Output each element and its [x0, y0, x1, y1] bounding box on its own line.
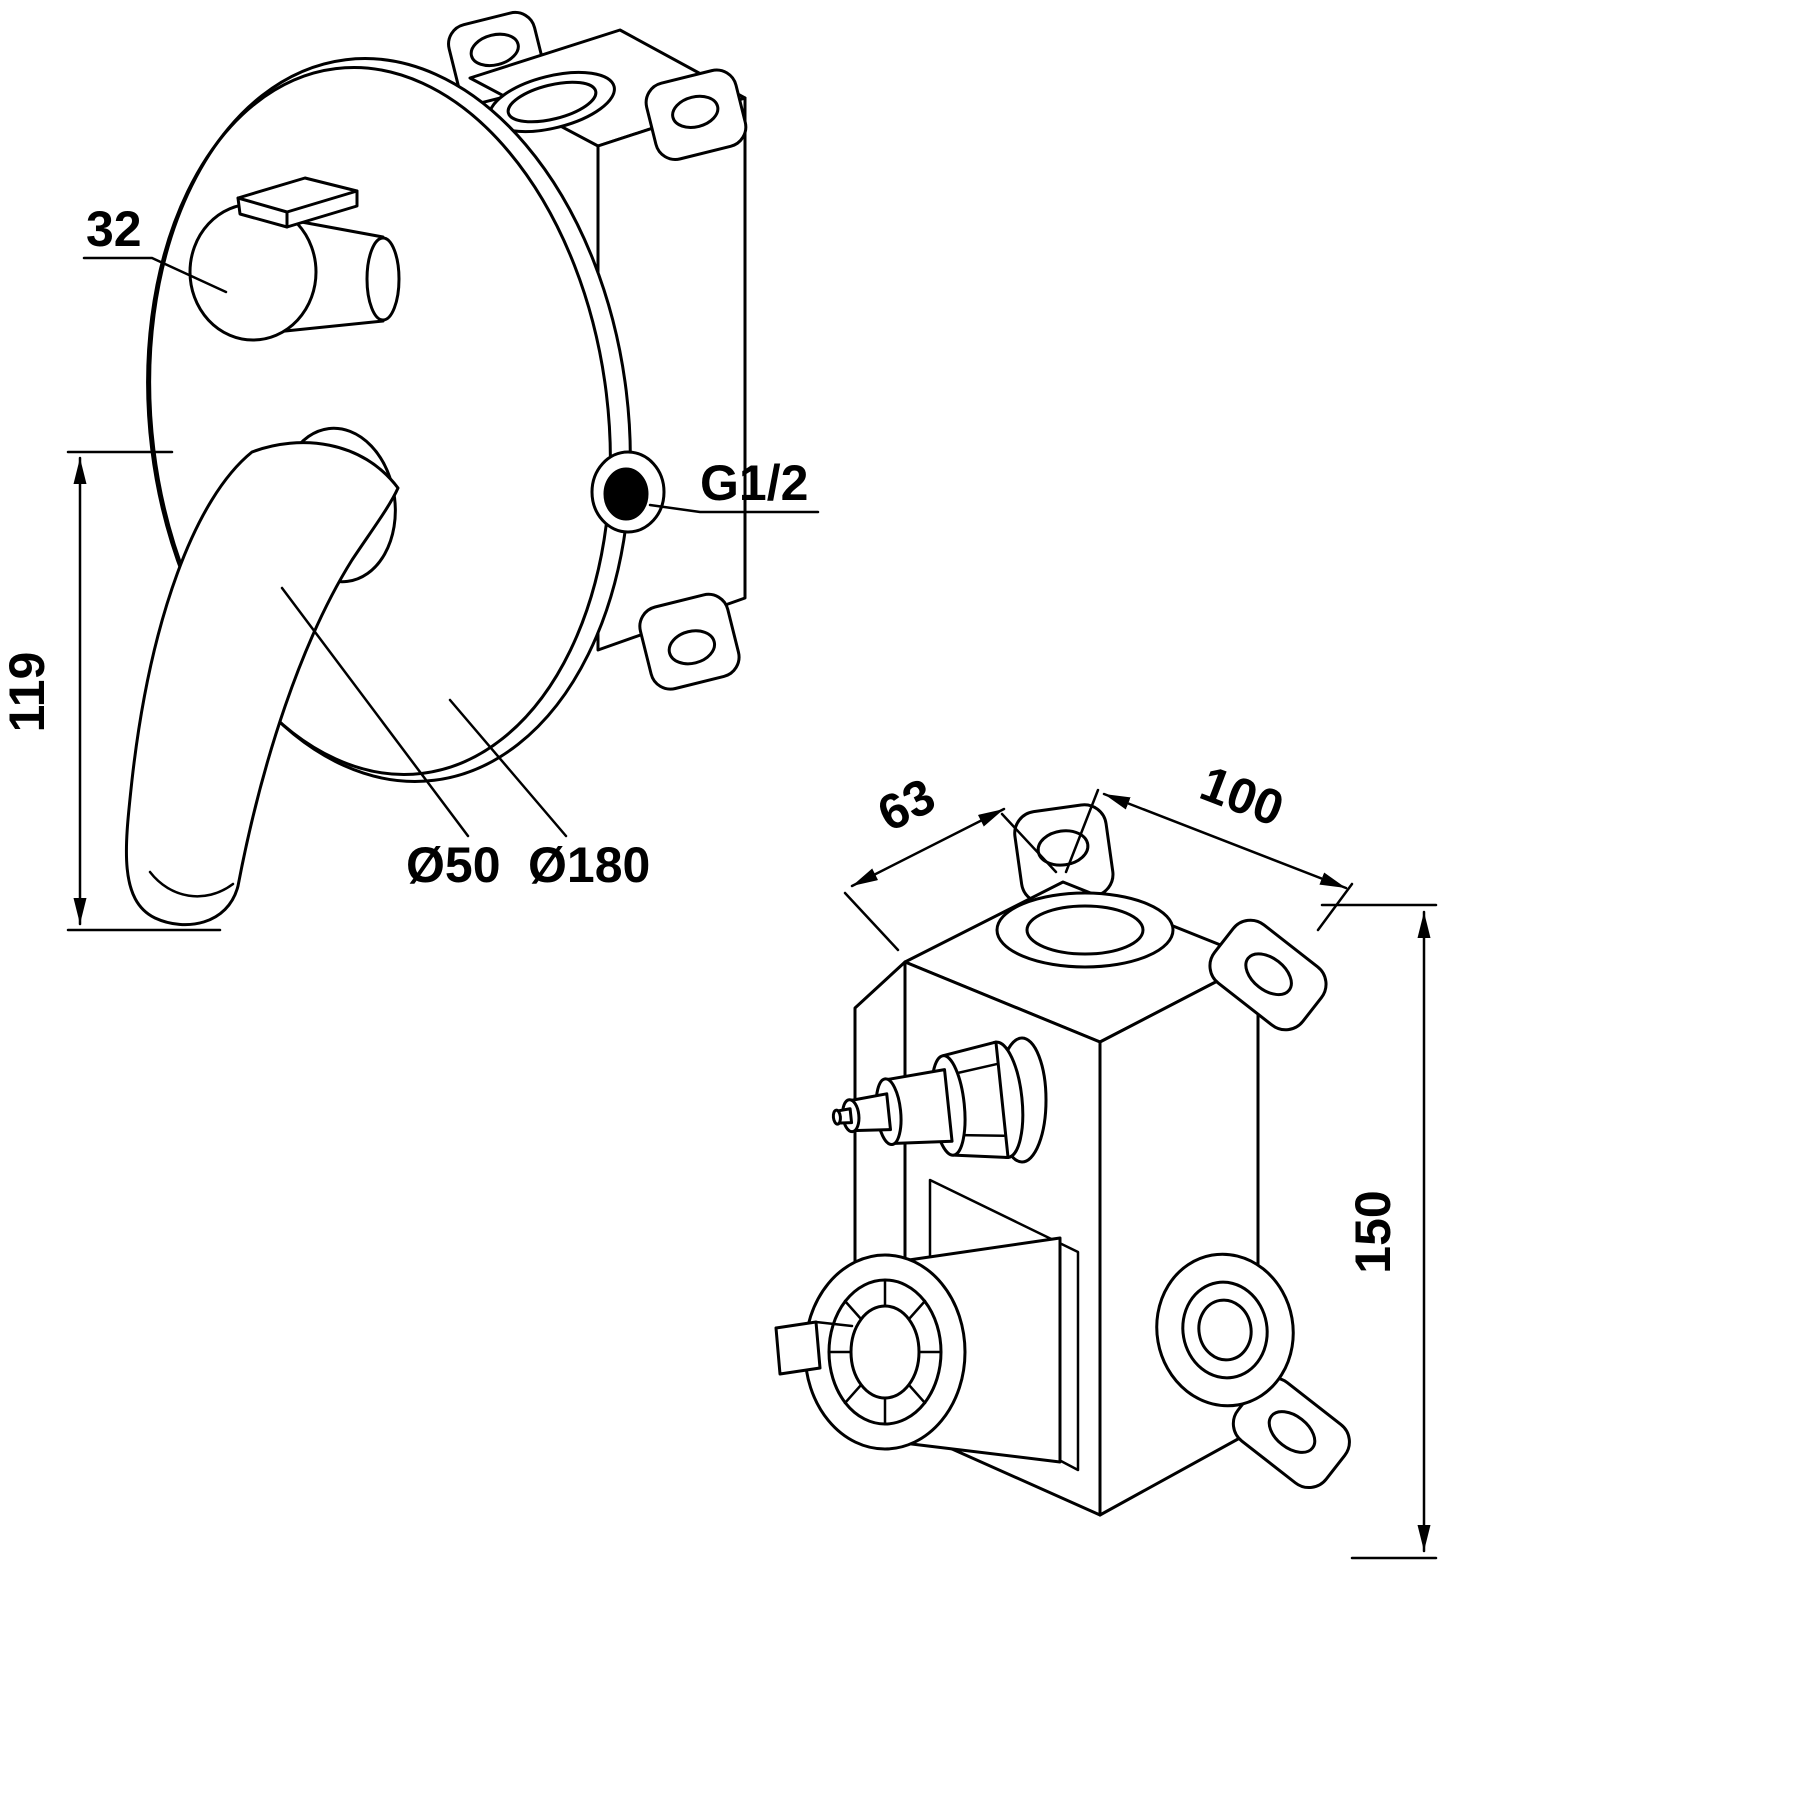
iso-valve-stem [831, 1036, 1048, 1164]
dimension-handle-height: 119 [0, 450, 222, 932]
dim-label-150: 150 [1345, 1190, 1401, 1273]
mounting-ear-right-icon [644, 68, 748, 161]
main-handle [124, 426, 400, 927]
iso-ear-right-icon [1208, 918, 1328, 1032]
dimension-box-height: 150 [1320, 903, 1438, 1560]
box-view: 63 100 150 [774, 755, 1438, 1560]
side-inlet-hole [603, 467, 649, 521]
handle-tip-detail [148, 870, 235, 898]
dimension-knob-width: 32 [82, 201, 228, 294]
side-inlet-port [590, 450, 666, 534]
cartridge-face-inner [849, 1304, 921, 1400]
dim-label-63: 63 [869, 767, 944, 842]
diverter-knob [188, 176, 401, 342]
dimension-diameters: Ø50 Ø180 [280, 586, 650, 893]
cartridge-key [774, 1320, 822, 1376]
iso-side-port [1155, 1252, 1295, 1408]
top-outlet-port [488, 70, 616, 134]
cartridge-spline [827, 1278, 943, 1426]
mounting-ear-bottom-icon [638, 592, 741, 691]
iso-cartridge [774, 1236, 1062, 1464]
dim-label-d50: Ø50 [406, 837, 501, 893]
dim-label-100: 100 [1193, 755, 1291, 837]
handle-lever [124, 441, 400, 927]
dim-label-32: 32 [86, 201, 142, 257]
dim-label-119: 119 [0, 652, 55, 733]
dim-label-g12: G1/2 [700, 455, 808, 511]
dimension-thread: G1/2 [648, 455, 820, 514]
iso-top-opening [995, 891, 1175, 969]
dim-label-d180: Ø180 [528, 837, 650, 893]
front-view: 32 119 Ø50 Ø180 G1/2 [0, 10, 820, 932]
